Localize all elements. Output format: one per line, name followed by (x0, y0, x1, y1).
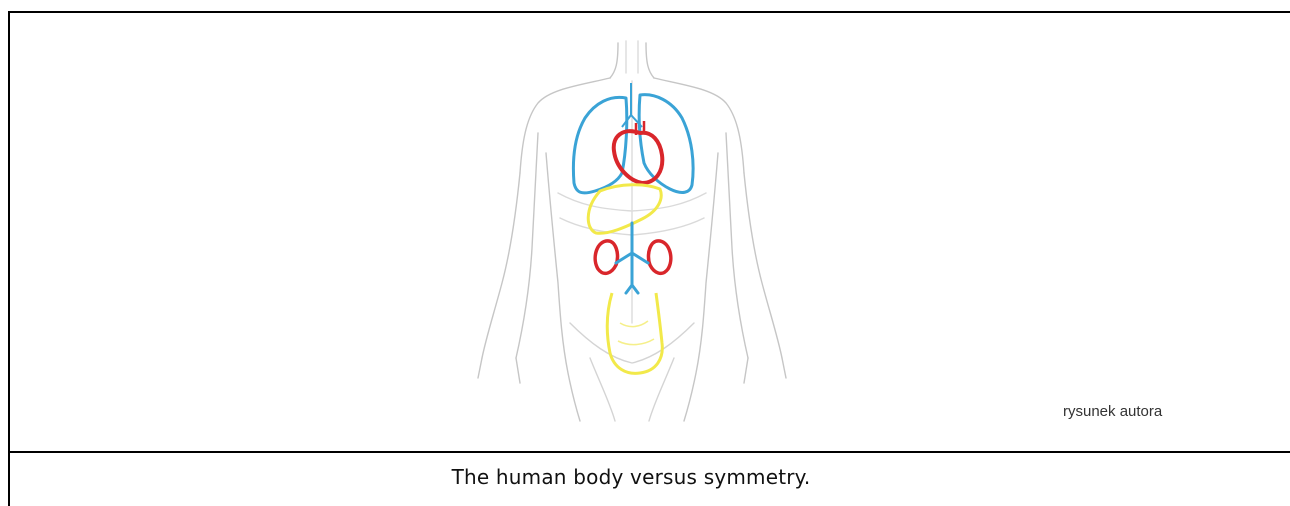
left-kidney (595, 241, 617, 274)
figure-caption-cell: The human body versus symmetry. (8, 453, 1290, 506)
figure-caption: The human body versus symmetry. (10, 465, 1252, 489)
left-lung (573, 97, 626, 193)
anatomy-illustration (450, 23, 810, 423)
lungs (573, 83, 693, 193)
right-lung (639, 95, 693, 193)
image-credit: rysunek autora (1063, 403, 1162, 420)
figure-table: rysunek autora The human body versus sym… (8, 11, 1290, 506)
figure-image-cell: rysunek autora (8, 11, 1290, 453)
intestine (607, 293, 662, 373)
right-kidney (648, 241, 670, 274)
